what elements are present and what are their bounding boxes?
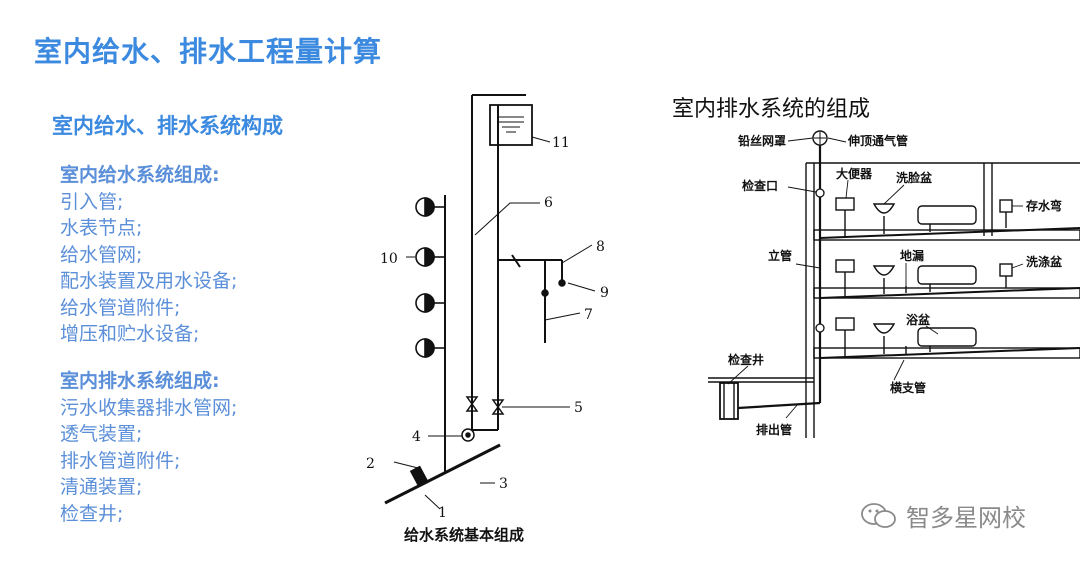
callout-9: 9 bbox=[600, 285, 609, 301]
callout-8: 8 bbox=[596, 239, 605, 255]
list-item: 污水收集器排水管网; bbox=[60, 396, 238, 419]
label-floor-drain: 地漏 bbox=[900, 248, 924, 263]
supply-system-heading: 室内给水系统组成: bbox=[60, 164, 220, 186]
water-supply-diagram: 11 6 10 8 9 7 5 4 2 3 1 给水系统基本组成 bbox=[366, 94, 609, 544]
label-sink: 洗涤盆 bbox=[1026, 254, 1063, 269]
supply-diagram-caption: 给水系统基本组成 bbox=[404, 526, 524, 544]
list-item: 排水管道附件; bbox=[60, 449, 181, 472]
callout-11: 11 bbox=[552, 135, 570, 151]
label-toilet: 大便器 bbox=[836, 166, 873, 181]
drainage-system-list: 室内排水系统组成: 污水收集器排水管网; 透气装置; 排水管道附件; 清通装置;… bbox=[60, 368, 237, 527]
callout-10: 10 bbox=[380, 251, 398, 267]
label-vent-stack: 伸顶通气管 bbox=[847, 133, 908, 148]
callout-6: 6 bbox=[544, 195, 553, 211]
label-riser: 立管 bbox=[768, 248, 792, 263]
list-item: 给水管网; bbox=[60, 243, 143, 266]
list-item: 配水装置及用水设备; bbox=[60, 270, 238, 292]
label-mesh-cap: 铅丝网罩 bbox=[737, 133, 786, 148]
section-heading: 室内给水、排水系统构成 bbox=[52, 114, 283, 138]
list-item: 给水管道附件; bbox=[60, 296, 181, 319]
page-title: 室内给水、排水工程量计算 bbox=[34, 35, 383, 68]
watermark-text: 智多星网校 bbox=[906, 504, 1026, 532]
list-item: 清通装置; bbox=[60, 476, 143, 498]
callout-1: 1 bbox=[438, 505, 447, 521]
label-branch: 横支管 bbox=[890, 380, 926, 395]
list-item: 水表节点; bbox=[60, 217, 143, 239]
wechat-icon bbox=[861, 502, 896, 528]
list-item: 检查井; bbox=[60, 502, 124, 525]
callout-2: 2 bbox=[366, 456, 375, 472]
list-item: 增压和贮水设备; bbox=[60, 323, 200, 345]
label-bathtub: 浴盆 bbox=[906, 312, 931, 327]
callout-5: 5 bbox=[574, 400, 583, 416]
label-manhole: 检查井 bbox=[728, 352, 764, 367]
supply-system-list: 室内给水系统组成: 引入管; 水表节点; 给水管网; 配水装置及用水设备; 给水… bbox=[60, 162, 237, 348]
drainage-system-heading: 室内排水系统组成: bbox=[60, 370, 220, 392]
callout-7: 7 bbox=[584, 307, 593, 323]
label-trap: 存水弯 bbox=[1025, 198, 1062, 213]
callout-4: 4 bbox=[412, 429, 421, 445]
callout-3: 3 bbox=[499, 476, 508, 492]
list-item: 透气装置; bbox=[60, 423, 143, 445]
watermark: 智多星网校 bbox=[860, 498, 1026, 533]
drainage-diagram: 室内排水系统的组成 bbox=[672, 97, 1080, 438]
drainage-diagram-title: 室内排水系统的组成 bbox=[672, 97, 870, 122]
label-outlet: 排出管 bbox=[756, 422, 792, 437]
label-cleanout: 检查口 bbox=[742, 178, 778, 193]
label-washbasin: 洗脸盆 bbox=[896, 170, 933, 185]
list-item: 引入管; bbox=[60, 190, 124, 213]
